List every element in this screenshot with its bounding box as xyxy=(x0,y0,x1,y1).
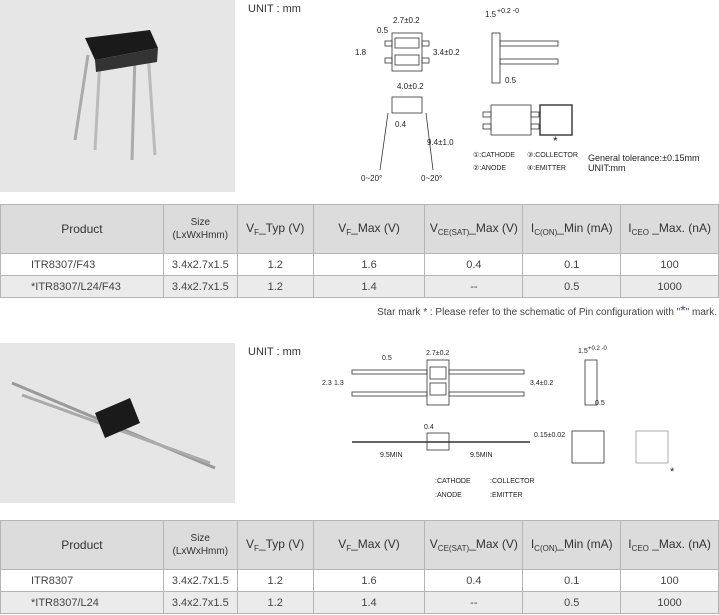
cell-iceo-max: 100 xyxy=(620,253,719,276)
table-row: ITR8307 3.4x2.7x1.5 1.2 1.6 0.4 0.1 100 xyxy=(0,569,719,592)
cell-product: *ITR8307/L24 xyxy=(0,591,164,614)
svg-text:1.8: 1.8 xyxy=(355,48,367,57)
header-vce-max: VCE(SAT)_Max (V) xyxy=(424,204,524,254)
cell-vf-max: 1.6 xyxy=(312,569,426,592)
cell-ic-min: 0.5 xyxy=(522,591,622,614)
header-iceo-max: ICEO _Max. (nA) xyxy=(620,204,719,254)
table-row: *ITR8307/L24 3.4x2.7x1.5 1.2 1.4 -- 0.5 … xyxy=(0,591,719,614)
cell-product: *ITR8307/L24/F43 xyxy=(0,275,164,298)
svg-text:1.5: 1.5 xyxy=(578,348,588,355)
cell-ic-min: 0.1 xyxy=(522,569,622,592)
svg-text:④:EMITTER: ④:EMITTER xyxy=(527,164,566,172)
cell-vf-max: 1.6 xyxy=(312,253,426,276)
header-size: Size(LxWxHmm) xyxy=(162,204,238,254)
svg-text:0.5: 0.5 xyxy=(377,26,389,35)
svg-text:9.5MIN: 9.5MIN xyxy=(470,452,493,459)
cell-vce-max: 0.4 xyxy=(424,253,524,276)
svg-text:*: * xyxy=(553,134,558,148)
header-ic-min: IC(ON)_Min (mA) xyxy=(522,204,622,254)
sensor-image xyxy=(73,30,158,161)
svg-text:2.7±0.2: 2.7±0.2 xyxy=(426,350,449,357)
svg-text:0.4: 0.4 xyxy=(395,120,407,129)
svg-text::ANODE: :ANODE xyxy=(435,492,462,499)
header-product: Product xyxy=(0,520,164,570)
cell-iceo-max: 1000 xyxy=(620,275,719,298)
general-tolerance-note: General tolerance:±0.15mm xyxy=(588,153,700,163)
svg-text::COLLECTOR: :COLLECTOR xyxy=(490,478,535,485)
svg-text:2.3: 2.3 xyxy=(322,380,332,387)
svg-text:1.3: 1.3 xyxy=(334,380,344,387)
header-vce-max: VCE(SAT)_Max (V) xyxy=(424,520,524,570)
cell-size: 3.4x2.7x1.5 xyxy=(162,275,238,298)
cell-vf-max: 1.4 xyxy=(312,275,426,298)
svg-text:*: * xyxy=(670,466,675,478)
table-header-row: Product Size(LxWxHmm) VF_Typ (V) VF_Max … xyxy=(0,204,719,254)
cell-ic-min: 0.5 xyxy=(522,275,622,298)
svg-text:0.15±0.02: 0.15±0.02 xyxy=(534,432,565,439)
svg-text:0.5: 0.5 xyxy=(595,400,605,407)
svg-text:1.5: 1.5 xyxy=(485,10,497,19)
unit-note: UNIT:mm xyxy=(588,163,626,173)
svg-text:0.4: 0.4 xyxy=(424,424,434,431)
cell-vf-typ: 1.2 xyxy=(236,569,314,592)
unit-label: UNIT : mm xyxy=(248,346,301,358)
header-product: Product xyxy=(0,204,164,254)
cell-vf-max: 1.4 xyxy=(312,591,426,614)
cell-vf-typ: 1.2 xyxy=(236,275,314,298)
svg-text:+0.2 -0: +0.2 -0 xyxy=(588,346,608,352)
cell-ic-min: 0.1 xyxy=(522,253,622,276)
table-row: *ITR8307/L24/F43 3.4x2.7x1.5 1.2 1.4 -- … xyxy=(0,275,719,298)
svg-text:3.4±0.2: 3.4±0.2 xyxy=(530,380,553,387)
sensor-image xyxy=(11,381,216,470)
svg-text::EMITTER: :EMITTER xyxy=(490,492,523,499)
table-header-row: Product Size(LxWxHmm) VF_Typ (V) VF_Max … xyxy=(0,520,719,570)
cell-vce-max: 0.4 xyxy=(424,569,524,592)
dimension-drawing-l24: 2.7±0.2 0.5 2.3 1.3 3.4±0.2 1.5 +0.2 -0 … xyxy=(322,346,675,499)
spec-table-1: Product Size(LxWxHmm) VF_Typ (V) VF_Max … xyxy=(0,204,719,298)
svg-text:4.0±0.2: 4.0±0.2 xyxy=(397,82,424,91)
cell-product: ITR8307/F43 xyxy=(0,253,164,276)
cell-vf-typ: 1.2 xyxy=(236,253,314,276)
svg-text::CATHODE: :CATHODE xyxy=(435,478,471,485)
product-photo-itr8307-f43 xyxy=(0,0,235,192)
svg-text:①:CATHODE: ①:CATHODE xyxy=(473,151,515,159)
cell-iceo-max: 1000 xyxy=(620,591,719,614)
cell-vce-max: -- xyxy=(424,275,524,298)
header-vf-max: VF_Max (V) xyxy=(312,520,426,570)
header-vf-max: VF_Max (V) xyxy=(312,204,426,254)
cell-product: ITR8307 xyxy=(0,569,164,592)
header-iceo-max: ICEO _Max. (nA) xyxy=(620,520,719,570)
svg-text:0.5: 0.5 xyxy=(505,76,517,85)
cell-vf-typ: 1.2 xyxy=(236,591,314,614)
product-photo-itr8307 xyxy=(0,343,235,503)
cell-size: 3.4x2.7x1.5 xyxy=(162,253,238,276)
svg-text:③:COLLECTOR: ③:COLLECTOR xyxy=(527,151,578,159)
header-ic-min: IC(ON)_Min (mA) xyxy=(522,520,622,570)
svg-text:0~20°: 0~20° xyxy=(361,174,382,183)
spec-table-2: Product Size(LxWxHmm) VF_Typ (V) VF_Max … xyxy=(0,520,719,614)
svg-text:0.5: 0.5 xyxy=(382,355,392,362)
svg-text:9.5MIN: 9.5MIN xyxy=(380,452,403,459)
svg-text:9.4±1.0: 9.4±1.0 xyxy=(427,138,454,147)
unit-label: UNIT : mm xyxy=(248,3,301,15)
cell-size: 3.4x2.7x1.5 xyxy=(162,569,238,592)
dimension-drawing-f43: 2.7±0.2 1.8 0.5 3.4±0.2 1.5 +0.2 -0 0.5 … xyxy=(355,8,578,183)
table-row: ITR8307/F43 3.4x2.7x1.5 1.2 1.6 0.4 0.1 … xyxy=(0,253,719,276)
svg-text:3.4±0.2: 3.4±0.2 xyxy=(433,48,460,57)
svg-text:0~20°: 0~20° xyxy=(421,174,442,183)
header-vf-typ: VF_Typ (V) xyxy=(236,520,314,570)
svg-text:2.7±0.2: 2.7±0.2 xyxy=(393,16,420,25)
header-size: Size(LxWxHmm) xyxy=(162,520,238,570)
cell-iceo-max: 100 xyxy=(620,569,719,592)
svg-text:②:ANODE: ②:ANODE xyxy=(473,164,506,172)
svg-text:+0.2 -0: +0.2 -0 xyxy=(497,8,519,15)
star-mark-note: Star mark * : Please refer to the schema… xyxy=(377,302,717,318)
cell-size: 3.4x2.7x1.5 xyxy=(162,591,238,614)
cell-vce-max: -- xyxy=(424,591,524,614)
header-vf-typ: VF_Typ (V) xyxy=(236,204,314,254)
